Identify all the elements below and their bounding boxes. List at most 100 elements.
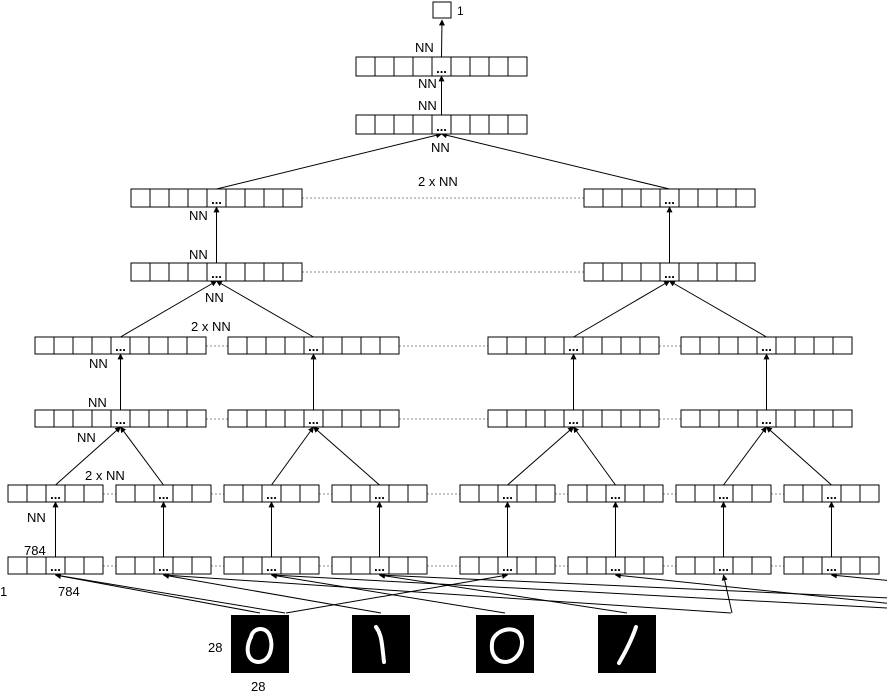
vector-cell bbox=[389, 557, 408, 574]
input-image-2 bbox=[476, 615, 534, 673]
vector-cell bbox=[149, 337, 168, 354]
l2b-4: ... bbox=[460, 557, 555, 574]
vector-cell bbox=[394, 115, 413, 134]
vector-cell bbox=[243, 557, 262, 574]
l3a-0: ... bbox=[35, 337, 206, 354]
image-width-label: 28 bbox=[251, 679, 265, 694]
vector-cell bbox=[622, 189, 641, 207]
vector-cell bbox=[460, 485, 479, 502]
vector-cell bbox=[323, 337, 342, 354]
ellipsis-cell: ... bbox=[826, 487, 837, 502]
vector-cell bbox=[841, 485, 860, 502]
input-image-1 bbox=[352, 615, 410, 673]
double-nn-label-top: 2 x NN bbox=[418, 174, 458, 189]
vector-cell bbox=[130, 337, 149, 354]
nn-label-l2-b: NN bbox=[88, 395, 107, 410]
vector-cell bbox=[676, 557, 695, 574]
vector-cell bbox=[698, 263, 717, 281]
vector-cell bbox=[173, 557, 192, 574]
vector-cell bbox=[517, 485, 536, 502]
vector-cell bbox=[281, 485, 300, 502]
ellipsis-cell: ... bbox=[664, 266, 675, 281]
vector-cell bbox=[738, 337, 757, 354]
edge-image-0-to-input-4 bbox=[286, 575, 508, 613]
vector-cell bbox=[413, 57, 432, 76]
ellipsis-cell: ... bbox=[610, 487, 621, 502]
edge-l2-to-l3-5 bbox=[574, 427, 616, 485]
vector-cell bbox=[116, 485, 135, 502]
vector-cell bbox=[247, 410, 266, 427]
l2a-4: ... bbox=[460, 485, 555, 502]
ellipsis-cell: ... bbox=[50, 487, 61, 502]
vector-cell bbox=[679, 189, 698, 207]
vector-cell bbox=[784, 557, 803, 574]
vector-cell bbox=[342, 337, 361, 354]
vector-cell bbox=[168, 410, 187, 427]
vector-cell bbox=[8, 485, 27, 502]
l4-left-a: ... bbox=[131, 189, 302, 207]
nn-label-l0: NN bbox=[27, 510, 46, 525]
l2b-1: ... bbox=[116, 557, 211, 574]
vector-cell bbox=[679, 263, 698, 281]
edge-image-0-to-input-0 bbox=[56, 575, 261, 613]
vector-cell bbox=[489, 57, 508, 76]
l2b-2: ... bbox=[224, 557, 319, 574]
l2b-7: ... bbox=[784, 557, 879, 574]
vector-cell bbox=[342, 410, 361, 427]
vector-cell bbox=[488, 410, 507, 427]
double-nn-label-low: 2 x NN bbox=[85, 468, 125, 483]
l2a-0: ... bbox=[8, 485, 103, 502]
vector-cell bbox=[719, 337, 738, 354]
vector-cell bbox=[173, 485, 192, 502]
vector-cell bbox=[489, 115, 508, 134]
vector-cell bbox=[784, 485, 803, 502]
vector-cell bbox=[587, 557, 606, 574]
edge-l4-to-top-0 bbox=[217, 134, 442, 189]
vector-cell bbox=[717, 263, 736, 281]
vector-cell bbox=[300, 557, 319, 574]
edge-l2-to-l3-4 bbox=[508, 427, 574, 485]
nn-label-top: NN bbox=[415, 40, 434, 55]
vector-cell bbox=[375, 57, 394, 76]
vector-cell bbox=[224, 485, 243, 502]
ellipsis-cell: ... bbox=[211, 266, 222, 281]
vector-cell bbox=[841, 557, 860, 574]
image-background bbox=[476, 615, 534, 673]
vector-cell bbox=[281, 557, 300, 574]
vector-cell bbox=[394, 57, 413, 76]
l2b-3: ... bbox=[332, 557, 427, 574]
l2b-6: ... bbox=[676, 557, 771, 574]
vector-cell bbox=[479, 485, 498, 502]
ellipsis-cell: ... bbox=[50, 559, 61, 574]
l2a-3: ... bbox=[332, 485, 427, 502]
l4-right-a: ... bbox=[584, 189, 755, 207]
vector-cell bbox=[285, 337, 304, 354]
l2a-1: ... bbox=[116, 485, 211, 502]
vector-cell bbox=[814, 410, 833, 427]
edge-l2-to-l3-2 bbox=[272, 427, 314, 485]
top-vector-2: ... bbox=[356, 115, 527, 134]
vector-cell bbox=[361, 410, 380, 427]
vector-cell bbox=[568, 485, 587, 502]
vector-cell bbox=[681, 410, 700, 427]
vector-cell bbox=[803, 557, 822, 574]
vector-cell bbox=[536, 557, 555, 574]
vector-cell bbox=[752, 485, 771, 502]
vector-cell bbox=[224, 557, 243, 574]
vector-cell bbox=[243, 485, 262, 502]
vector-cell bbox=[283, 189, 302, 207]
input-dim-label-bottom: 784 bbox=[58, 584, 80, 599]
l4-right-b: ... bbox=[584, 263, 755, 281]
vector-cell bbox=[460, 557, 479, 574]
vector-cell bbox=[27, 485, 46, 502]
vector-cell bbox=[245, 263, 264, 281]
l2a-2: ... bbox=[224, 485, 319, 502]
vector-cell bbox=[733, 485, 752, 502]
vector-cell bbox=[188, 189, 207, 207]
vector-cell bbox=[131, 189, 150, 207]
nn-label-l4-b: NN bbox=[189, 247, 208, 262]
ellipsis-cell: ... bbox=[761, 339, 772, 354]
vector-cell bbox=[361, 337, 380, 354]
vector-cell bbox=[356, 57, 375, 76]
vector-cell bbox=[622, 263, 641, 281]
